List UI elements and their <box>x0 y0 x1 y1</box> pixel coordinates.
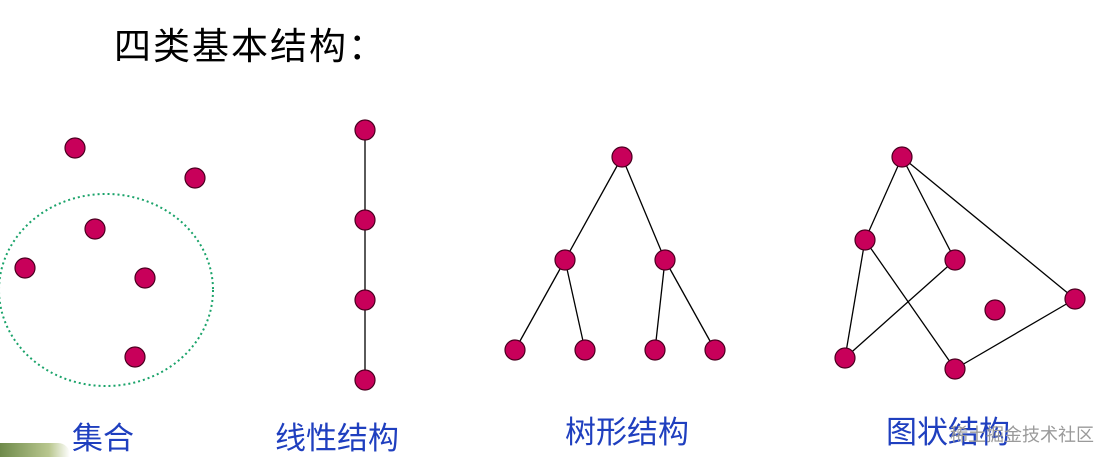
caption-graph: 图状结构 <box>886 415 1010 451</box>
set-boundary <box>0 193 214 387</box>
tree-node <box>554 249 576 271</box>
graph-edge <box>864 156 903 241</box>
linear-node <box>354 289 376 311</box>
tree-node <box>654 249 676 271</box>
slide-corner-decoration <box>0 443 70 457</box>
tree-edge <box>514 259 566 351</box>
graph-edge <box>901 156 956 261</box>
graph-node <box>891 146 913 168</box>
set-node <box>134 267 156 289</box>
tree-structure <box>504 146 726 361</box>
tree-edge <box>564 259 586 351</box>
tree-edge <box>564 156 623 261</box>
tree-edge <box>621 156 666 261</box>
tree-node <box>504 339 526 361</box>
caption-linear: 线性结构 <box>275 421 399 457</box>
caption-set: 集合 <box>72 421 134 457</box>
caption-tree: 树形结构 <box>565 415 689 451</box>
tree-edge <box>664 259 716 351</box>
linear-node <box>354 209 376 231</box>
set-node <box>124 346 146 368</box>
tree-node <box>611 146 633 168</box>
set-node <box>84 218 106 240</box>
set-node <box>64 137 86 159</box>
slide-title: 四类基本结构： <box>114 25 387 68</box>
tree-node <box>644 339 666 361</box>
graph-node <box>944 358 966 380</box>
tree-node <box>704 339 726 361</box>
graph-edge <box>954 298 1076 370</box>
tree-node <box>574 339 596 361</box>
graph-node <box>854 229 876 251</box>
graph-edge <box>901 156 1076 300</box>
linear-node <box>354 119 376 141</box>
graph-edge <box>844 259 956 359</box>
set-structure <box>0 137 214 387</box>
graph-node <box>834 347 856 369</box>
linear-structure <box>354 119 376 391</box>
graph-edge <box>864 239 956 370</box>
tree-edge <box>654 259 666 351</box>
graph-node <box>1064 288 1086 310</box>
linear-node <box>354 369 376 391</box>
graph-node <box>944 249 966 271</box>
set-node <box>14 257 36 279</box>
graph-structure <box>834 146 1086 380</box>
graph-edge <box>844 239 866 359</box>
watermark: 稀土掘金技术社区 <box>950 425 1094 446</box>
graph-node <box>984 299 1006 321</box>
set-node <box>184 167 206 189</box>
